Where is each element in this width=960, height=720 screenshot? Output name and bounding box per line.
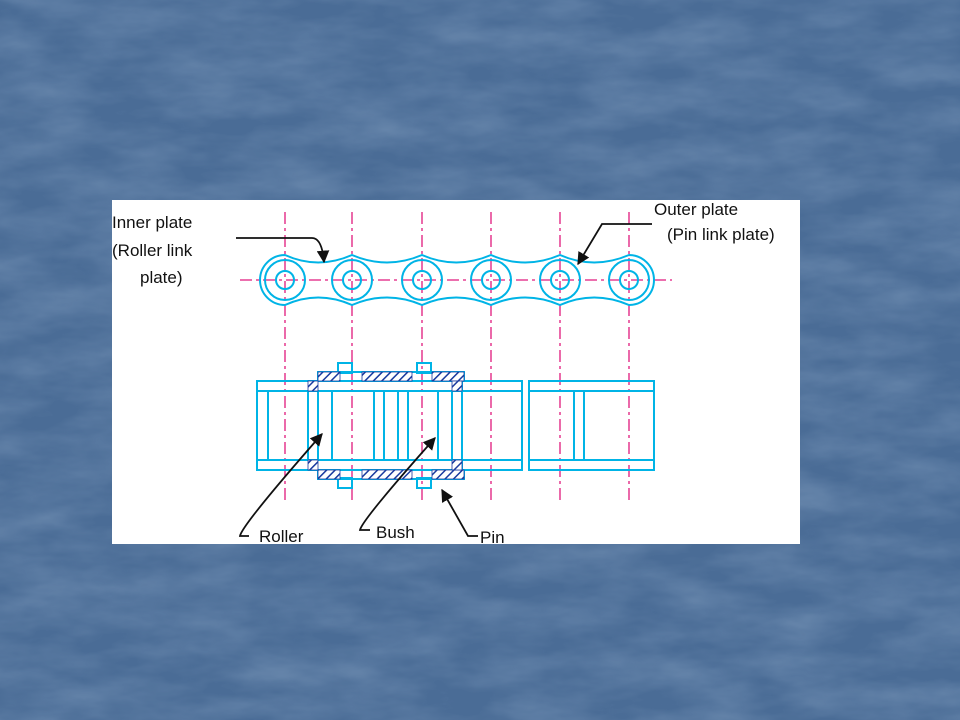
- roller-chain-diagram: Inner plate (Roller link plate) Outer pl…: [112, 200, 800, 544]
- leader-lines: [236, 223, 652, 537]
- pin-leader: [441, 488, 478, 537]
- outer-plate-label-line1: Outer plate: [654, 200, 738, 219]
- outer-plate-leader: [577, 223, 652, 266]
- roller-outer-circles: [264, 259, 650, 301]
- roller-leader: [238, 433, 323, 537]
- bush-label: Bush: [376, 523, 415, 542]
- outer-plate-bottom: [256, 459, 463, 471]
- roller-right: [373, 390, 399, 461]
- outer-plate-label-line2: (Pin link plate): [667, 225, 775, 244]
- roller-center: [437, 390, 463, 461]
- labels: Inner plate (Roller link plate) Outer pl…: [112, 200, 775, 544]
- outer-plate-far-top: [528, 380, 655, 392]
- plate-bottom-right: [461, 459, 523, 471]
- inner-plate-label-line2: (Roller link: [112, 241, 193, 260]
- bush-leader: [358, 437, 436, 531]
- roller-left: [307, 390, 333, 461]
- plate-top-right: [461, 380, 523, 392]
- roller-label: Roller: [259, 527, 304, 544]
- chain-side-view: [259, 253, 655, 307]
- inner-plate-label-line1: Inner plate: [112, 213, 192, 232]
- pin-circles: [275, 270, 639, 290]
- inner-plate-label-line3: plate): [140, 268, 183, 287]
- outer-plate-top: [256, 380, 463, 392]
- centerlines: [240, 212, 672, 500]
- pin-label: Pin: [480, 528, 505, 544]
- hatched-sections: [307, 371, 465, 480]
- outer-plate-far-bottom: [528, 459, 655, 471]
- link-plate-outline: [259, 253, 655, 307]
- inner-plate-leader: [236, 237, 330, 264]
